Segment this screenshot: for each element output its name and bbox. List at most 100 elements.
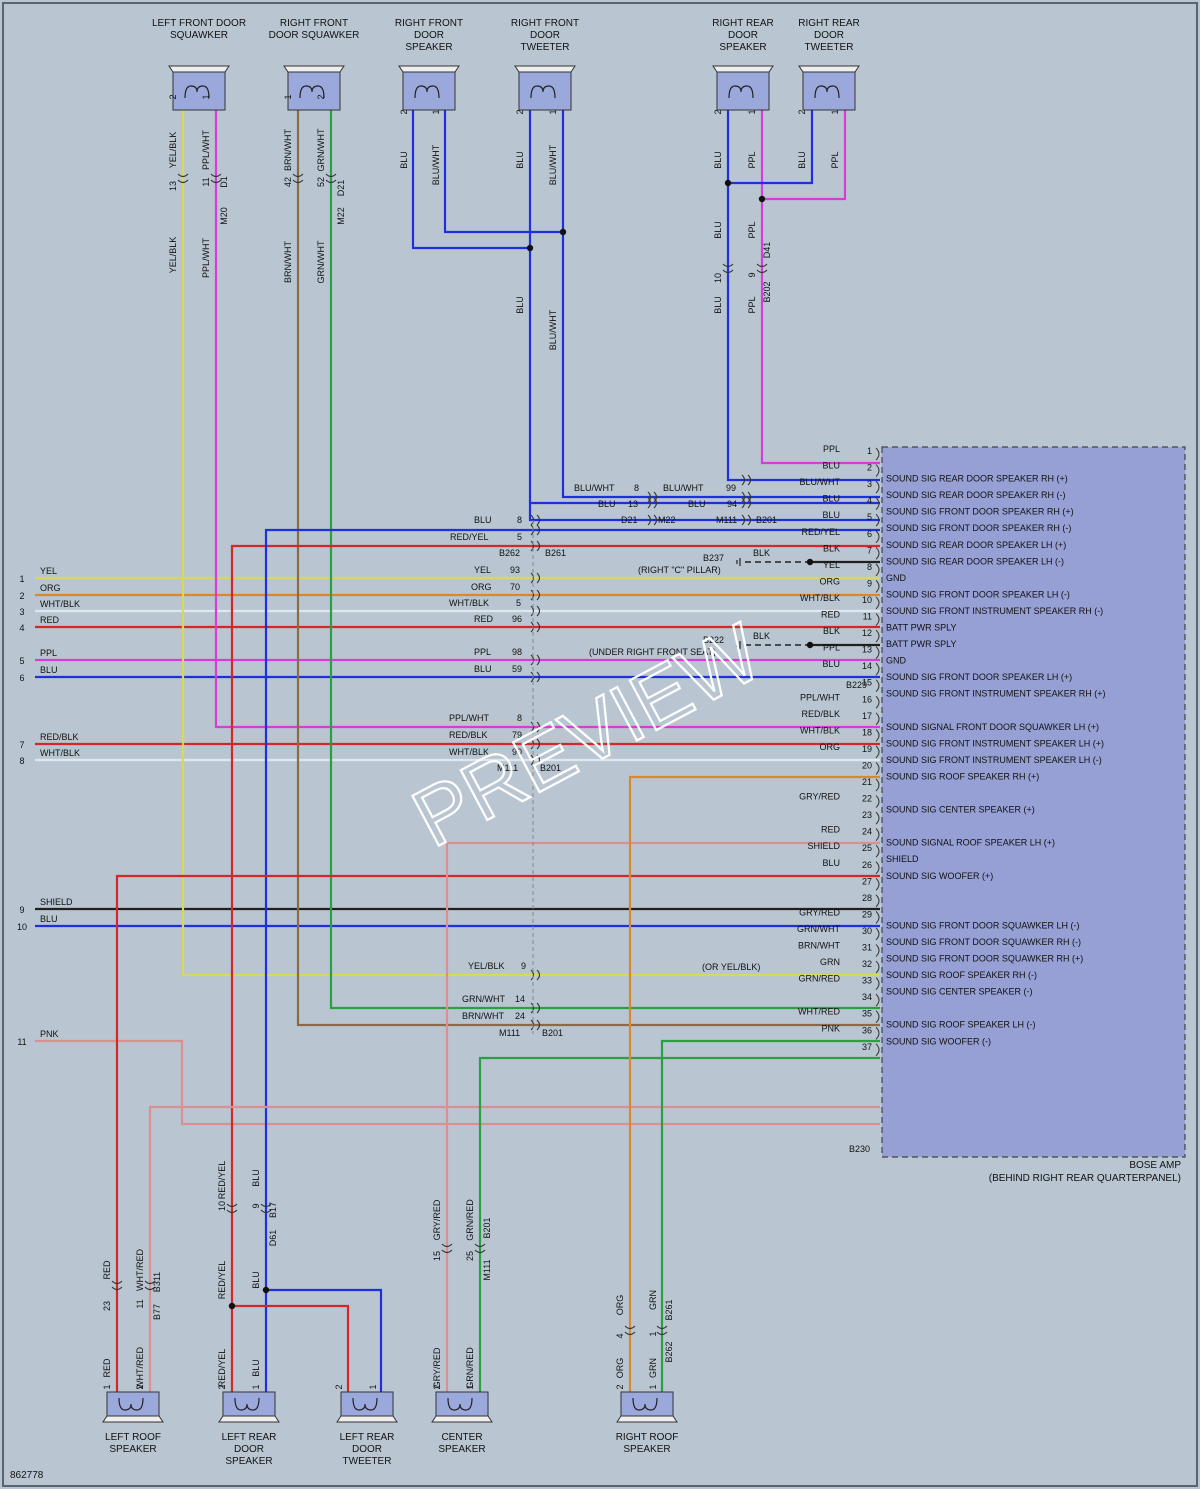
inline-connector-joint <box>111 1280 123 1291</box>
wire-label: ORG <box>615 1295 625 1316</box>
wire-label: 11 <box>135 1299 145 1308</box>
ground-symbol <box>736 558 741 566</box>
amp-pin-number: 32 <box>862 959 872 969</box>
amp-pin-desc: SOUND SIG REAR DOOR SPEAKER LH (-) <box>886 556 1064 566</box>
amp-pin-number: 25 <box>862 843 872 853</box>
speaker-coil <box>234 1397 260 1411</box>
wire-label: 1 <box>283 94 293 99</box>
wire-label: 96 <box>512 614 522 624</box>
speaker-name: SPEAKER <box>438 1444 485 1455</box>
wire-gry-red <box>445 841 880 1392</box>
amp-pin-number: 31 <box>862 943 872 953</box>
wire-pnk <box>35 1039 880 1126</box>
amp-pin-desc: SOUND SIG WOOFER (+) <box>886 871 993 881</box>
amp-pin-number: 13 <box>862 645 872 655</box>
wire-label: D41 <box>762 242 772 259</box>
speaker-rim <box>336 1415 398 1423</box>
amp-pin-number: 22 <box>862 794 872 804</box>
wire-label: BLU <box>713 151 723 169</box>
amp-pin-wire: BLU <box>822 461 840 471</box>
splice-dot <box>262 1286 270 1294</box>
inline-connector-joint <box>656 1325 668 1336</box>
inline-connector-joint <box>741 514 752 526</box>
left-pin-number: 1 <box>19 574 24 584</box>
wire-label: 14 <box>515 994 525 1004</box>
wire-label: M111 <box>716 515 737 525</box>
wire-label: M111 <box>499 1028 520 1038</box>
speaker-name: DOOR <box>728 30 758 41</box>
amp-pin-number: 37 <box>862 1042 872 1052</box>
left-pin-wire: SHIELD <box>40 897 73 907</box>
inline-connector-joint <box>624 1325 636 1336</box>
wire-label: (OR YEL/BLK) <box>702 962 760 972</box>
amp-pin-wire: BRN/WHT <box>798 941 840 951</box>
amp-pin-number: 33 <box>862 976 872 986</box>
speaker-name: LEFT REAR <box>222 1432 277 1443</box>
amp-pin-number: 29 <box>862 909 872 919</box>
amp-pin-number: 12 <box>862 628 872 638</box>
speaker-name: CENTER <box>441 1432 482 1443</box>
wire-label: 52 <box>316 177 326 187</box>
wire-label: 25 <box>465 1251 475 1261</box>
wire-label: PPL/WHT <box>201 238 211 279</box>
wire-label: 2 <box>432 1384 442 1389</box>
wire-red-roof <box>115 874 880 1392</box>
splice-dot <box>559 228 567 236</box>
amp-pin-socket <box>875 762 880 775</box>
amp-pin-wire: BLK <box>823 626 840 636</box>
amp-pin-wire: BLU <box>822 510 840 520</box>
wire-label: 2 <box>316 94 326 99</box>
amp-pin-desc: SOUND SIG WOOFER (-) <box>886 1036 991 1046</box>
speaker-name: DOOR <box>352 1444 382 1455</box>
wire-label: WHT/BLK <box>449 598 489 608</box>
speaker-rim <box>168 65 230 73</box>
amp-pin-number: 20 <box>862 760 872 770</box>
amp-pin-socket <box>875 1043 880 1057</box>
wire-label: RED <box>474 614 494 624</box>
wire-label: YEL <box>474 565 491 575</box>
left-pin-number: 4 <box>19 623 24 633</box>
wire-label: 9 <box>747 272 757 277</box>
amp-pin-number: 9 <box>867 578 872 588</box>
amp-pin-number: 36 <box>862 1025 872 1035</box>
amp-pin-socket <box>875 480 880 494</box>
wire-label: 2 <box>713 109 723 114</box>
left-pin-wire: PPL <box>40 648 57 658</box>
amp-pin-number: 26 <box>862 860 872 870</box>
amp-pin-number: 15 <box>862 678 872 688</box>
amp-pin-number: 21 <box>862 777 872 787</box>
wire-label: 70 <box>510 582 520 592</box>
inline-connector-joint <box>474 1243 486 1254</box>
wire-label: B261 <box>664 1299 674 1320</box>
speaker-rim <box>616 1415 678 1423</box>
wire-label: 99 <box>726 483 736 493</box>
speaker-name: RIGHT REAR <box>712 18 774 29</box>
amp-pin-socket <box>875 1010 880 1024</box>
wire-label: BLU/WHT <box>548 309 558 350</box>
wire-label: PPL/WHT <box>449 713 490 723</box>
inline-connector-joint <box>647 491 658 503</box>
speaker-name: TWEETER <box>805 42 854 53</box>
wire-label: B77 <box>152 1304 162 1320</box>
wire-label: GRY/RED <box>432 1199 442 1240</box>
left-pin-wire: BLU <box>40 914 58 924</box>
amp-pin-socket <box>875 662 880 676</box>
amp-pin-number: 35 <box>862 1009 872 1019</box>
amp-pin-wire: RED <box>821 610 841 620</box>
wire-label: BLU <box>688 499 706 509</box>
left-pin-wire: RED <box>40 615 60 625</box>
wire-label: BLU/WHT <box>431 144 441 185</box>
amp-pin-desc: SOUND SIG CENTER SPEAKER (+) <box>886 805 1035 815</box>
speaker-body <box>402 71 456 111</box>
wire-label: (RIGHT "C" PILLAR) <box>638 565 721 575</box>
speaker-coil <box>118 1397 144 1411</box>
wire-label: B202 <box>762 281 772 302</box>
wires <box>35 90 880 1392</box>
wire-label: BLU <box>713 221 723 239</box>
wire-label: 10 <box>217 1201 227 1211</box>
speaker-body <box>435 1391 489 1417</box>
wire-label: 5 <box>516 598 521 608</box>
